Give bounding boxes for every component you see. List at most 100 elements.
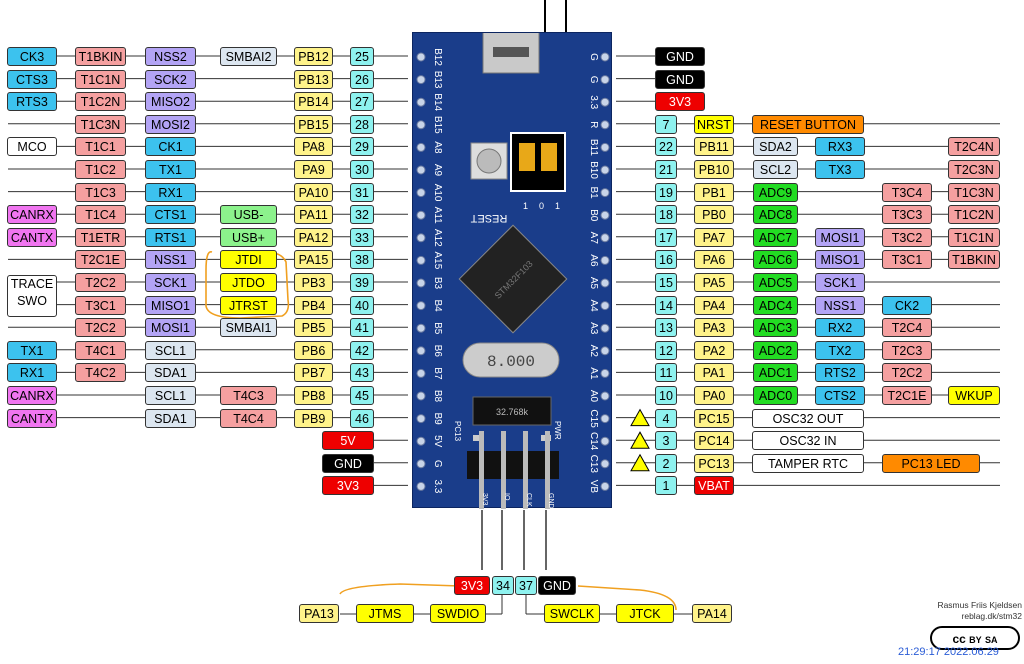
func-adc6: ADC6 [753, 250, 798, 270]
pin-number-27: 27 [350, 92, 374, 112]
pin-hole [416, 481, 426, 491]
swd-jtms: JTMS [356, 604, 414, 623]
port-pin-pb0: PB0 [694, 205, 734, 225]
silk-right-label: A5 [588, 277, 599, 290]
func-mco: MCO [7, 137, 57, 157]
port-pin-pb12: PB12 [294, 47, 333, 66]
func-rts2: RTS2 [815, 363, 865, 383]
func-adc3: ADC3 [753, 318, 798, 338]
trace-label: TRACE SWO [7, 275, 57, 317]
silk-right-label: 3.3 [588, 95, 599, 109]
pin-hole [600, 233, 610, 243]
func-tx1: TX1 [145, 160, 196, 179]
func-miso1: MISO1 [145, 295, 196, 315]
port-pin-pc15: PC15 [694, 408, 734, 428]
port-pin-pa1: PA1 [694, 363, 734, 383]
port-pin-pb10: PB10 [694, 160, 734, 179]
swd-pin-37: 37 [515, 576, 537, 595]
func-rts1: RTS1 [145, 227, 196, 247]
credit-url: reblag.dk/stm32 [961, 611, 1022, 621]
silk-left-label: A12 [432, 229, 443, 247]
pin-number-33: 33 [350, 227, 374, 247]
func-scl1: SCL1 [145, 386, 196, 405]
func-cts2: CTS2 [815, 386, 865, 405]
port-pin-pb14: PB14 [294, 92, 333, 112]
silk-left-label: B8 [432, 390, 443, 403]
silk-right-label: A2 [588, 345, 599, 358]
silk-left-label: B15 [432, 116, 443, 134]
func-miso2: MISO2 [145, 92, 196, 112]
reset-silk: RESET [470, 212, 507, 224]
func-t3c3: T3C3 [882, 205, 932, 225]
silk-left-label: B3 [432, 277, 443, 290]
rtc-crystal-label: 32.768k [496, 407, 529, 417]
port-pin-pa6: PA6 [694, 250, 734, 270]
swd-jtck: JTCK [616, 604, 674, 623]
func-reset-button: RESET BUTTON [752, 114, 864, 134]
swd-swclk: SWCLK [544, 604, 600, 623]
func-scl1: SCL1 [145, 340, 196, 360]
func-jtdo: JTDO [220, 273, 277, 292]
highlight-jtag-left [205, 251, 290, 319]
jumper-label: 1 [523, 201, 528, 211]
func-smbai2: SMBAI2 [220, 47, 277, 66]
pin-number-15: 15 [655, 273, 677, 292]
func-t4c1: T4C1 [75, 340, 126, 360]
crystal-label: 8.000 [487, 353, 535, 371]
pin-number-16: 16 [655, 250, 677, 270]
silk-left-label: G [432, 460, 443, 468]
silk-right-label: A4 [588, 299, 599, 312]
silk-left-label: 3.3 [432, 479, 443, 493]
port-pin-pa4: PA4 [694, 295, 734, 315]
swd-3v3: 3V3 [454, 576, 490, 595]
pin-hole [416, 210, 426, 220]
port-pin-nrst: NRST [694, 114, 734, 134]
pin-number-18: 18 [655, 205, 677, 225]
pin-hole [416, 346, 426, 356]
pin-hole [600, 188, 610, 198]
pin-hole [600, 436, 610, 446]
func-t1c3: T1C3 [75, 182, 126, 202]
func-adc9: ADC9 [753, 182, 798, 202]
port-pin-pa3: PA3 [694, 318, 734, 338]
port-pin-pa8: PA8 [294, 137, 333, 157]
left-power-gnd-1: GND [322, 453, 374, 473]
pin-number-31: 31 [350, 182, 374, 202]
func-rx3: RX3 [815, 137, 865, 157]
func-sck1: SCK1 [815, 273, 865, 292]
func-cantx: CANTX [7, 408, 57, 428]
func-t2c3n: T2C3N [948, 160, 1000, 179]
pc13-silk: PC13 [453, 421, 462, 442]
pin-hole [600, 481, 610, 491]
func-adc5: ADC5 [753, 273, 798, 292]
silk-right-label: B0 [588, 209, 599, 222]
func-rx1: RX1 [145, 182, 196, 202]
func-sda1: SDA1 [145, 408, 196, 428]
pin-hole [600, 301, 610, 311]
silk-left-label: 5V [432, 435, 443, 448]
func-t3c4: T3C4 [882, 182, 932, 202]
pin-number-2: 2 [655, 453, 677, 473]
port-pin-pb15: PB15 [294, 114, 333, 134]
pin-number-45: 45 [350, 386, 374, 405]
func-osc32-in: OSC32 IN [752, 431, 864, 451]
port-pin-pa11: PA11 [294, 205, 333, 225]
pin-hole [600, 368, 610, 378]
pin-number-42: 42 [350, 340, 374, 360]
swd-gnd: GND [538, 576, 576, 595]
func-nss2: NSS2 [145, 47, 196, 66]
pin-hole [416, 255, 426, 265]
right-power-3v3-2: 3V3 [655, 92, 705, 112]
silk-left-label: A10 [432, 184, 443, 202]
func-t1etr: T1ETR [75, 227, 126, 247]
silk-left-label: B9 [432, 412, 443, 425]
warning-icon [630, 453, 650, 472]
func-t1c1: T1C1 [75, 137, 126, 157]
func-t1c3n: T1C3N [948, 182, 1000, 202]
func-jtdi: JTDI [220, 250, 277, 270]
func-osc32-out: OSC32 OUT [752, 408, 864, 428]
port-pin-pb7: PB7 [294, 363, 333, 383]
swd-header-pin [479, 431, 484, 509]
credit-author: Rasmus Friis Kjeldsen [937, 600, 1022, 610]
func-t4c2: T4C2 [75, 363, 126, 383]
